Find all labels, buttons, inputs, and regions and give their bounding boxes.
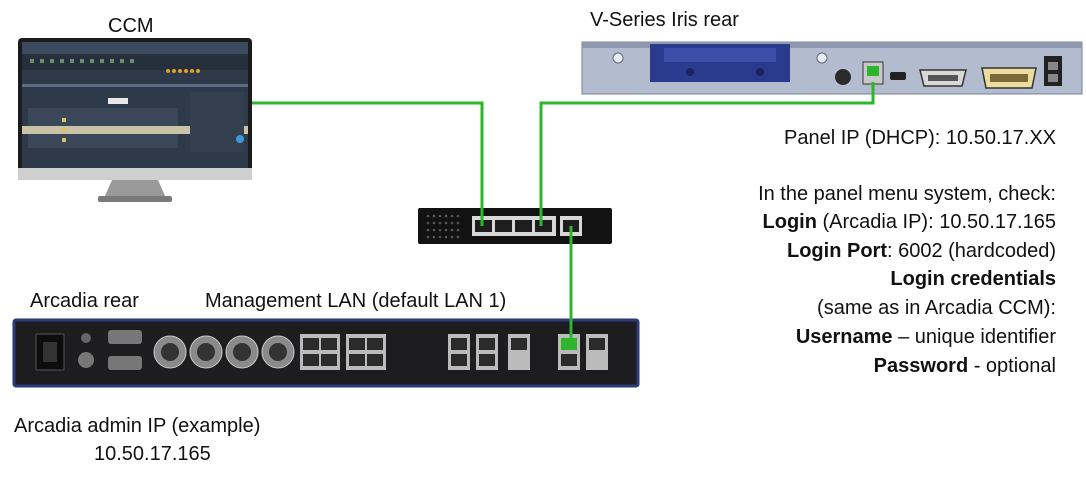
panel-menu-login-port: Login Port: 6002 (hardcoded) [787,239,1056,263]
panel-menu-password: Password - optional [874,354,1056,378]
panel-menu-credentials: Login credentials [890,267,1056,291]
login-port-key: Login Port [787,240,887,262]
panel-ip-label: Panel IP (DHCP): 10.50.17.XX [784,127,1056,149]
arcadia-rear-panel [12,318,640,388]
credentials-key: Login credentials [890,268,1056,290]
arcadia-rear-label: Arcadia rear [30,290,139,312]
iris-rear-label: V-Series Iris rear [590,9,739,31]
network-switch [418,208,612,244]
panel-menu-login: Login (Arcadia IP): 10.50.17.165 [763,210,1056,234]
password-value: - optional [968,355,1056,377]
admin-ip-caption: Arcadia admin IP (example) [14,415,261,437]
panel-menu-credentials-note: (same as in Arcadia CCM): [817,297,1056,319]
admin-ip-value: 10.50.17.165 [94,443,211,465]
cable-iris-to-switch [539,82,875,226]
ccm-monitor [18,38,252,202]
cable-ccm-to-switch [252,101,484,226]
password-key: Password [873,355,969,377]
username-key: Username [795,326,893,348]
login-port-value: : 6002 (hardcoded) [886,240,1056,262]
panel-menu-intro: In the panel menu system, check: [758,183,1056,205]
management-lan-label: Management LAN (default LAN 1) [205,290,507,312]
cables [252,82,875,344]
login-value: (Arcadia IP): 10.50.17.165 [816,211,1057,233]
panel-menu-username: Username – unique identifier [796,325,1056,349]
username-value: – unique identifier [892,326,1056,348]
iris-rear-panel [581,41,1083,95]
login-key: Login [762,211,817,233]
ccm-label: CCM [108,15,154,37]
